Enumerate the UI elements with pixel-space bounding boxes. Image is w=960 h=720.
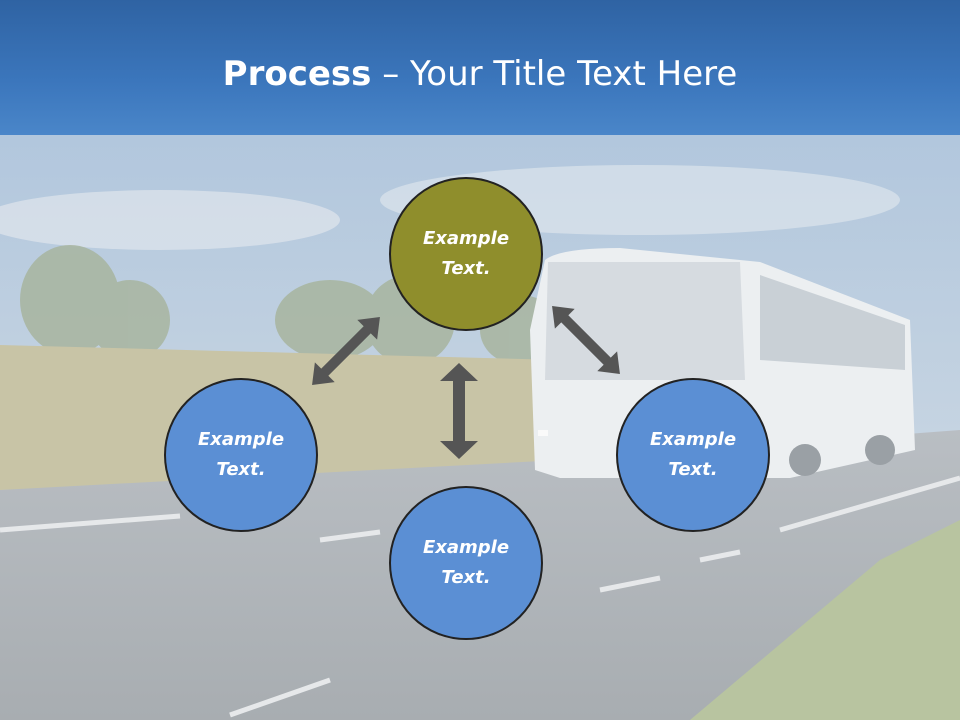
- node-right-line1: Example: [649, 429, 737, 450]
- node-right-line2: Text.: [668, 459, 718, 480]
- title-bar: [0, 0, 960, 135]
- title-bold: Process: [222, 54, 372, 94]
- arrow-top-right: [552, 306, 620, 374]
- title-rest: Your Title Text Here: [410, 54, 738, 94]
- node-left-line2: Text.: [216, 459, 266, 480]
- node-bottom: Example Text.: [389, 486, 543, 640]
- node-bottom-line1: Example: [422, 537, 510, 558]
- node-left: Example Text.: [164, 378, 318, 532]
- node-left-line1: Example: [197, 429, 285, 450]
- node-bottom-line2: Text.: [441, 567, 491, 588]
- arrow-vertical: [440, 363, 478, 459]
- node-top-line1: Example: [422, 228, 510, 249]
- node-top-line2: Text.: [441, 258, 491, 279]
- title-separator: –: [371, 54, 411, 94]
- arrow-top-left: [312, 317, 380, 385]
- node-top: Example Text.: [389, 177, 543, 331]
- slide-title: Process – Your Title Text Here: [0, 50, 960, 98]
- node-right: Example Text.: [616, 378, 770, 532]
